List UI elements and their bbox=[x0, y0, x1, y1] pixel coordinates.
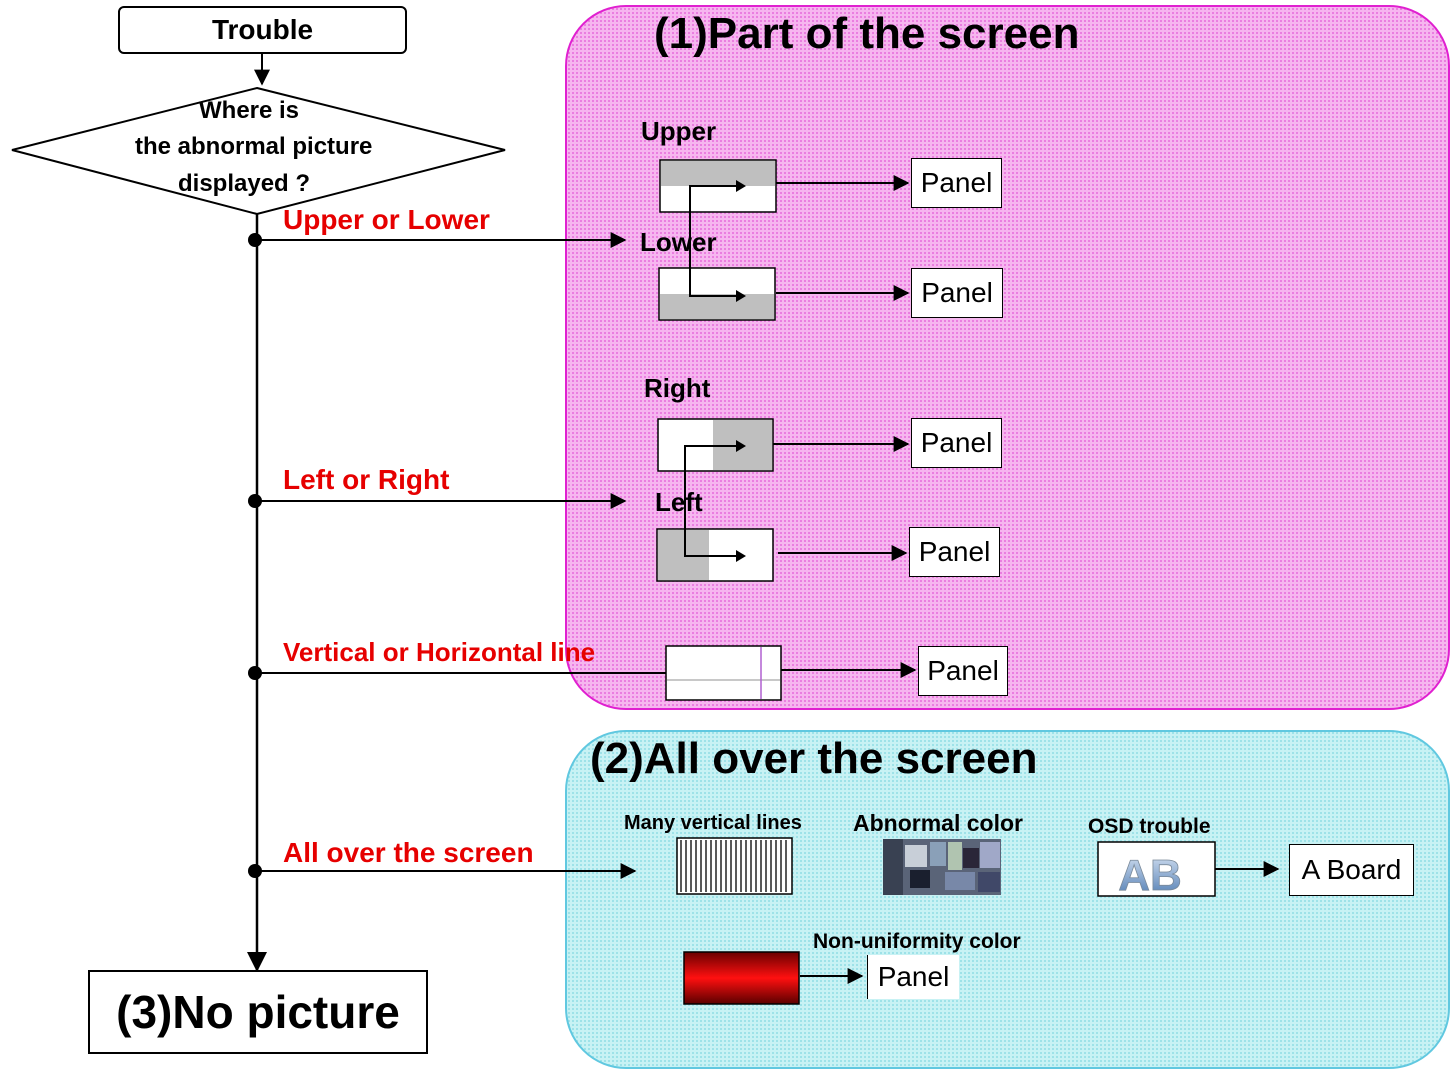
decision-line1: Where is bbox=[199, 97, 300, 124]
lower-label: Lower bbox=[640, 227, 717, 257]
panel-line-label: Panel bbox=[927, 655, 999, 686]
part-section-title: (1)Part of the screen bbox=[654, 9, 1080, 58]
line-defect-screen-icon bbox=[665, 645, 782, 701]
right-arrowhead bbox=[736, 440, 746, 452]
abnormal-color-icon bbox=[883, 839, 1001, 895]
non-uniformity-label: Non-uniformity color bbox=[813, 930, 1021, 953]
panel-left: Panel bbox=[909, 527, 1000, 577]
left-arrowhead bbox=[736, 550, 746, 562]
upper-screen-icon bbox=[659, 159, 777, 213]
branch-label-all-over: All over the screen bbox=[283, 837, 534, 868]
panel-upper: Panel bbox=[911, 158, 1002, 208]
start-label: Trouble bbox=[211, 14, 314, 45]
right-left-connector bbox=[684, 445, 736, 557]
a-board-box: A Board bbox=[1289, 844, 1414, 896]
lower-arrowhead bbox=[736, 290, 746, 302]
lower-screen-icon bbox=[658, 267, 776, 321]
end-node: (3)No picture bbox=[88, 970, 428, 1054]
decision-line2: the abnormal picture bbox=[135, 133, 373, 160]
all-section-title: (2)All over the screen bbox=[590, 734, 1038, 783]
branch-label-upper-lower: Upper or Lower bbox=[283, 204, 490, 235]
panel-lower-label: Panel bbox=[921, 277, 993, 308]
panel-right-label: Panel bbox=[920, 427, 993, 458]
left-screen-icon bbox=[656, 528, 774, 582]
svg-text:AB: AB bbox=[1118, 851, 1182, 900]
upper-lower-connector bbox=[689, 185, 736, 297]
many-vertical-lines-icon bbox=[676, 837, 793, 895]
panel-nonuni: Panel bbox=[867, 955, 959, 999]
upper-arrowhead bbox=[736, 180, 746, 192]
right-label: Right bbox=[644, 373, 711, 403]
left-label: Left bbox=[655, 487, 703, 517]
end-label: (3)No picture bbox=[116, 986, 400, 1038]
osd-trouble-icon: AB bbox=[1097, 841, 1216, 900]
start-node: Trouble bbox=[118, 6, 407, 54]
branch-label-left-right: Left or Right bbox=[283, 464, 450, 495]
panel-line: Panel bbox=[918, 646, 1008, 696]
panel-left-label: Panel bbox=[918, 536, 991, 567]
many-vertical-label: Many vertical lines bbox=[624, 812, 802, 834]
upper-label: Upper bbox=[641, 116, 717, 146]
decision-line3: displayed ? bbox=[178, 170, 311, 197]
osd-trouble-label: OSD trouble bbox=[1088, 815, 1211, 838]
panel-right: Panel bbox=[911, 418, 1002, 468]
part-region bbox=[565, 5, 1450, 710]
abnormal-color-label: Abnormal color bbox=[853, 810, 1023, 836]
a-board-label: A Board bbox=[1301, 854, 1402, 885]
panel-upper-label: Panel bbox=[920, 167, 993, 198]
non-uniformity-color-icon bbox=[683, 951, 800, 1005]
panel-lower: Panel bbox=[911, 268, 1003, 318]
branch-label-lines: Vertical or Horizontal line bbox=[283, 637, 596, 667]
panel-nonuni-label: Panel bbox=[877, 961, 950, 992]
